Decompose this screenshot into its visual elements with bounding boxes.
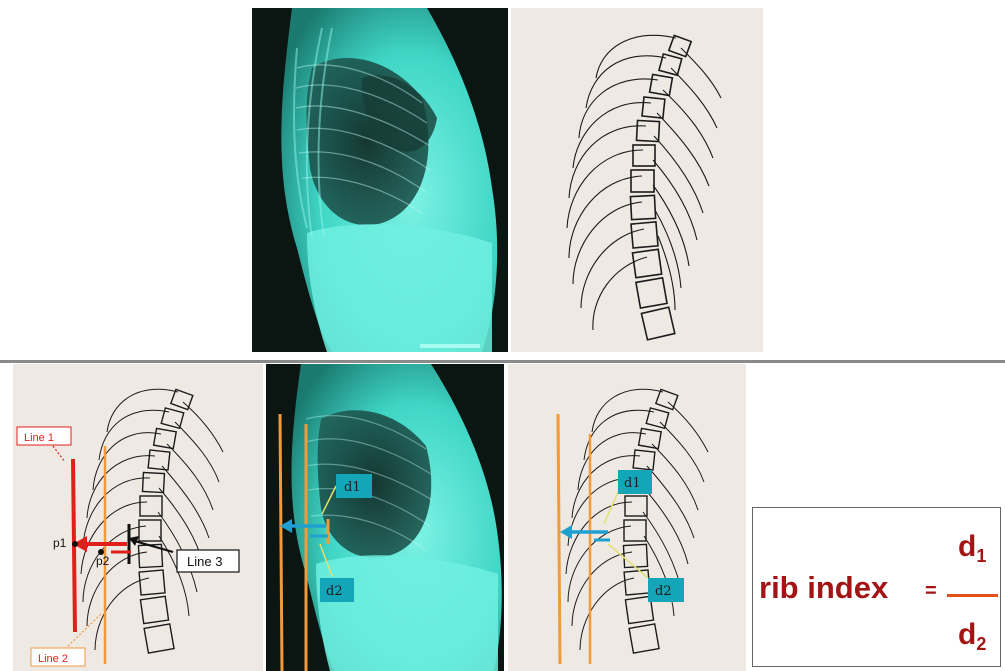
line1-label: Line 1 [24, 432, 54, 444]
annotated-xray-distances: d1 d2 [266, 364, 504, 671]
formula-lhs: rib index [759, 570, 888, 606]
annotated-xray-svg: d1 d2 [266, 364, 504, 671]
d1-label-sketch: d1 [624, 476, 641, 491]
d2-label-sketch: d2 [655, 584, 672, 599]
line2-label: Line 2 [38, 653, 68, 665]
annotated-sketch-distances-svg: d1 d2 [508, 364, 746, 671]
rib-index-formula: rib index = d1 d2 [752, 507, 1001, 667]
annotated-sketch-svg: Line 1 Line 2 Line 3 p1 p2 [13, 364, 263, 671]
xray-image [252, 8, 508, 352]
formula-numerator: d1 [958, 530, 986, 567]
formula-denominator: d2 [958, 618, 986, 655]
formula-equals: = [925, 580, 937, 603]
d2-label-xray: d2 [326, 584, 343, 599]
row-divider [0, 360, 1005, 363]
p2-label: p2 [96, 554, 110, 568]
annotated-sketch-lines: Line 1 Line 2 Line 3 p1 p2 [13, 364, 263, 671]
fraction-bar [947, 594, 998, 597]
d1-label-xray: d1 [344, 480, 361, 495]
spine-sketch-image [511, 8, 763, 352]
xray-lateral-top [252, 8, 508, 352]
line3-label: Line 3 [187, 554, 222, 569]
spine-sketch-top [511, 8, 763, 352]
annotated-sketch-distances: d1 d2 [508, 364, 746, 671]
p1-label: p1 [53, 536, 67, 550]
